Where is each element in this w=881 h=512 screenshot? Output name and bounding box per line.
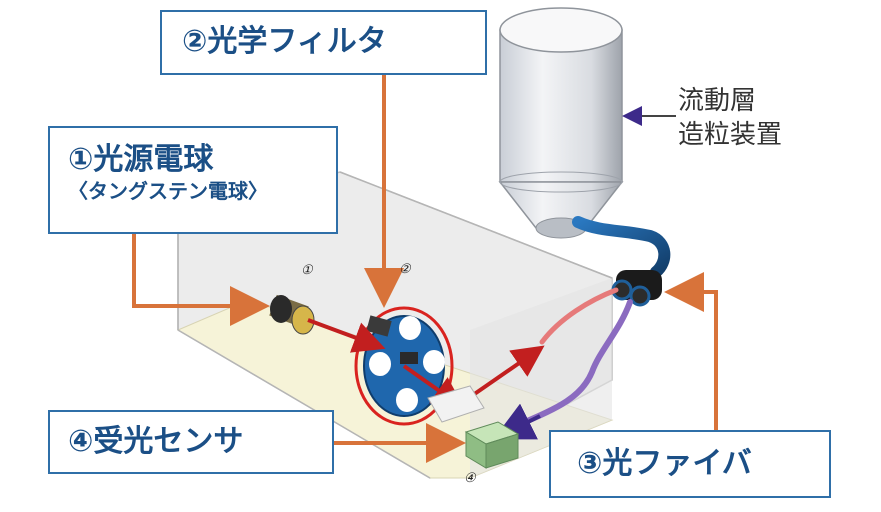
equipment-label: 流動層 造粒装置 <box>678 84 782 152</box>
equipment-label-line1: 流動層 <box>678 86 757 116</box>
equipment-label-line2: 造粒装置 <box>678 120 783 150</box>
optical-filter-label: ②光学フィルタ <box>182 24 387 59</box>
fiber-pipe <box>572 216 671 278</box>
mark-filter-number: ② <box>399 262 411 277</box>
label-box-sensor: ④受光センサ <box>48 410 334 474</box>
label-box-optical-fiber: ③光ファイバ <box>549 430 831 498</box>
mark-sensor-number: ④ <box>464 471 476 486</box>
lamp-device <box>269 294 315 335</box>
red-fiber-cable <box>539 287 619 345</box>
fiber-connector <box>611 270 662 307</box>
reflector-plate <box>427 385 485 423</box>
arrow-fiber <box>664 272 718 430</box>
purple-fiber-cable <box>512 299 633 429</box>
sensor-device <box>464 421 520 469</box>
sensor-label: ④受光センサ <box>68 424 244 459</box>
light-source-sublabel: 〈タングステン電球〉 <box>68 179 268 203</box>
arrow-lamp <box>132 234 270 326</box>
label-box-optical-filter: ②光学フィルタ <box>160 10 487 75</box>
light-source-label: ①光源電球 <box>68 142 214 177</box>
mark-lamp-number: ① <box>301 263 313 278</box>
beam-lamp-to-filter <box>307 318 386 353</box>
callout-arrows <box>132 75 718 463</box>
granulator-vessel <box>498 7 624 239</box>
label-box-light-source: ①光源電球 〈タングステン電球〉 <box>48 126 338 234</box>
optical-fiber-label: ③光ファイバ <box>577 446 752 481</box>
